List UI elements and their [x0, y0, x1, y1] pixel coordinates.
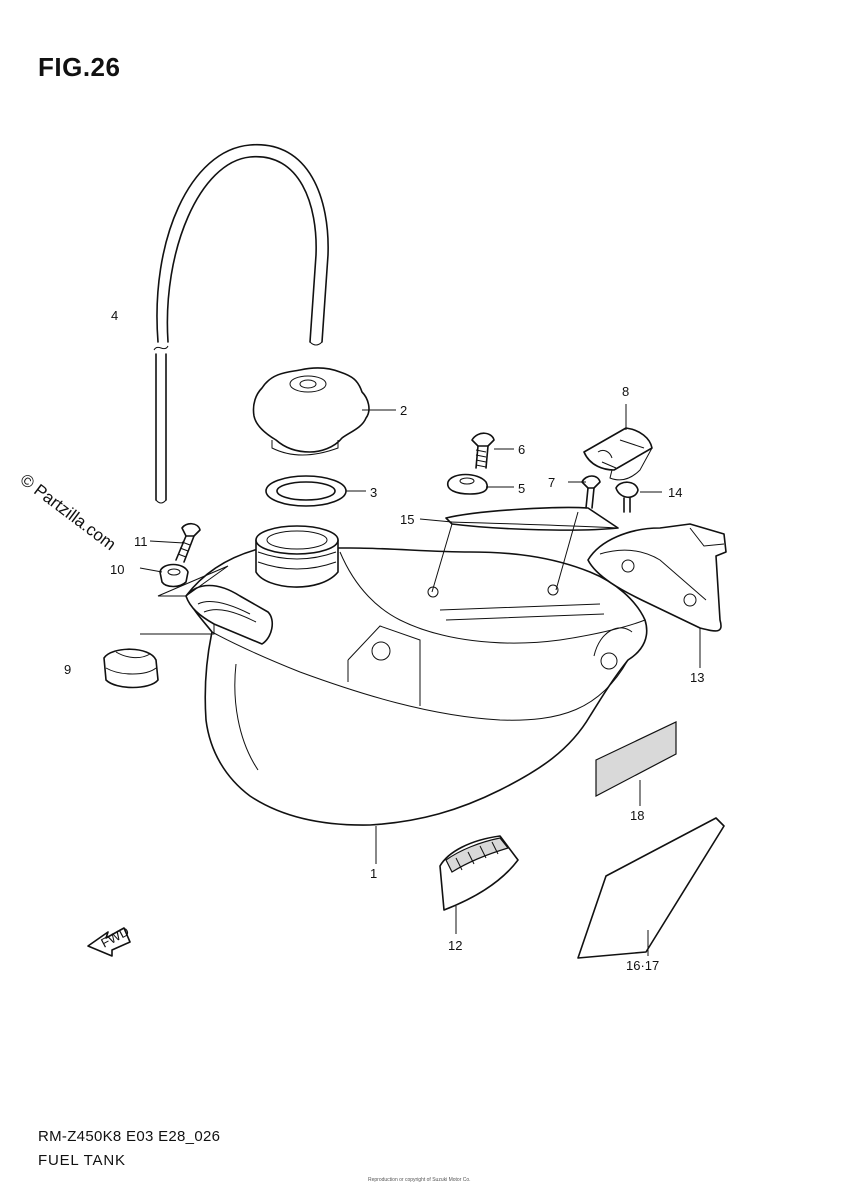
model-code: RM-Z450K8 E03 E28_026	[38, 1128, 221, 1145]
part-label-16-17	[577, 817, 725, 959]
callout-15: 15	[400, 512, 414, 527]
copyright-note: Reproduction or copyright of Suzuki Moto…	[368, 1177, 471, 1183]
part-fuel-tank	[185, 525, 648, 826]
callout-18: 18	[630, 808, 644, 823]
figure-title: FIG.26	[38, 52, 121, 82]
part-bolt-11	[175, 522, 201, 563]
part-breather-hose	[153, 144, 329, 504]
callout-5: 5	[518, 481, 525, 496]
callout-4: 4	[111, 308, 118, 323]
part-bolt-6	[471, 432, 495, 469]
part-bracket-13	[587, 523, 727, 632]
part-band-8	[583, 427, 653, 481]
callout-14: 14	[668, 485, 682, 500]
callout-12: 12	[448, 938, 462, 953]
part-tank-pad	[445, 506, 619, 531]
callout-8: 8	[622, 384, 629, 399]
part-collar-10	[159, 563, 189, 588]
part-clip-14	[615, 481, 639, 513]
part-guard-12	[439, 835, 519, 911]
callout-11: 11	[134, 534, 148, 549]
part-cushion-5	[446, 473, 488, 495]
callout-6: 6	[518, 442, 525, 457]
callout-7: 7	[548, 475, 555, 490]
part-label-18	[595, 721, 677, 797]
fwd-arrow-icon: FWD	[87, 924, 132, 957]
callout-16-17: 16·17	[626, 958, 659, 973]
callout-3: 3	[370, 485, 377, 500]
callout-10: 10	[110, 562, 124, 577]
callout-13: 13	[690, 670, 704, 685]
callout-2: 2	[400, 403, 407, 418]
part-fuel-cap	[252, 367, 370, 456]
leader-lines	[139, 404, 701, 956]
part-screw-7	[581, 475, 601, 509]
callout-1: 1	[370, 866, 377, 881]
part-grommet-9	[103, 648, 159, 689]
callout-9: 9	[64, 662, 71, 677]
assembly-name: FUEL TANK	[38, 1152, 126, 1169]
callout-labels: 1 2 3 4 5 6 7 8 9 10 11 12 13 14 15 16·1…	[64, 308, 704, 973]
part-cap-gasket	[265, 475, 347, 507]
